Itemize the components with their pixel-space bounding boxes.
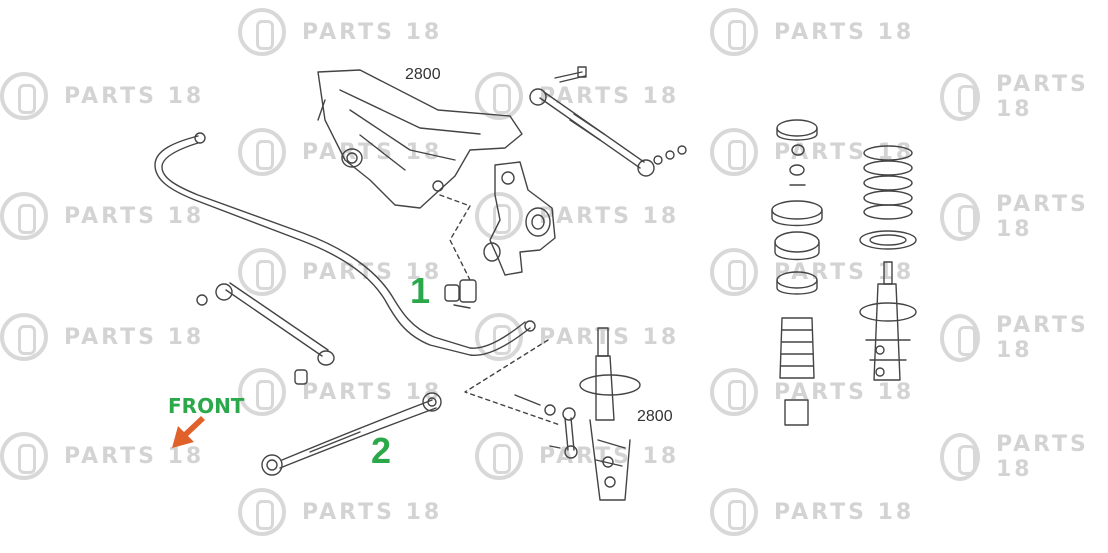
watermark: PARTS 18 [475,432,679,480]
watermark: PARTS 18 [0,432,204,480]
watermark: PARTS 18 [940,313,1108,363]
watermark-logo-icon [238,488,286,536]
watermark-logo-icon [238,128,286,176]
upper-lateral-link [529,66,687,177]
stabilizer-link [514,394,578,459]
watermark: PARTS 18 [238,488,442,536]
watermark-logo-icon [940,314,980,362]
front-arrow-icon [172,416,205,448]
strut-mount-exploded [771,119,823,426]
callout-2: 2 [371,430,392,471]
rear-strut-assembly [579,327,641,501]
watermark: PARTS 18 [0,72,204,120]
front-label: FRONT [168,394,245,418]
watermark-logo-icon [0,192,48,240]
watermark-logo-icon [710,248,758,296]
watermark: PARTS 18 [238,8,442,56]
watermark-logo-icon [710,488,758,536]
watermark-logo-icon [710,8,758,56]
ref-number-subframe: 2800 [405,66,441,83]
watermark-logo-icon [475,432,523,480]
shock-absorber [859,261,917,381]
watermark: PARTS 18 [710,128,914,176]
lower-link [196,282,335,385]
watermark: PARTS 18 [940,72,1108,122]
trailing-arm [261,392,442,476]
watermark: PARTS 18 [940,192,1108,242]
watermark: PARTS 18 [238,368,442,416]
watermark: PARTS 18 [710,8,914,56]
watermark-logo-icon [475,192,523,240]
watermark-logo-icon [940,73,980,121]
watermark-logo-icon [0,432,48,480]
watermark: PARTS 18 [0,192,204,240]
watermark-logo-icon [238,248,286,296]
watermark: PARTS 18 [710,488,914,536]
stabilizer-bar [154,132,536,356]
watermark-logo-icon [710,368,758,416]
stabilizer-bush-clamp [439,194,477,309]
watermark-logo-icon [0,313,48,361]
watermark: PARTS 18 [940,432,1108,482]
watermark-logo-icon [475,313,523,361]
watermark-logo-icon [0,72,48,120]
ref-number-strut: 2800 [637,408,673,425]
watermark-logo-icon [940,433,980,481]
watermark: PARTS 18 [475,192,679,240]
watermark-logo-icon [475,72,523,120]
rear-knuckle [483,161,556,276]
watermark-logo-icon [238,8,286,56]
watermark-logo-icon [940,193,980,241]
watermark: PARTS 18 [0,313,204,361]
coil-spring [859,145,917,250]
watermark-logo-icon [710,128,758,176]
watermark-logo-icon [238,368,286,416]
rear-subframe [317,69,523,209]
callout-1: 1 [410,270,431,311]
